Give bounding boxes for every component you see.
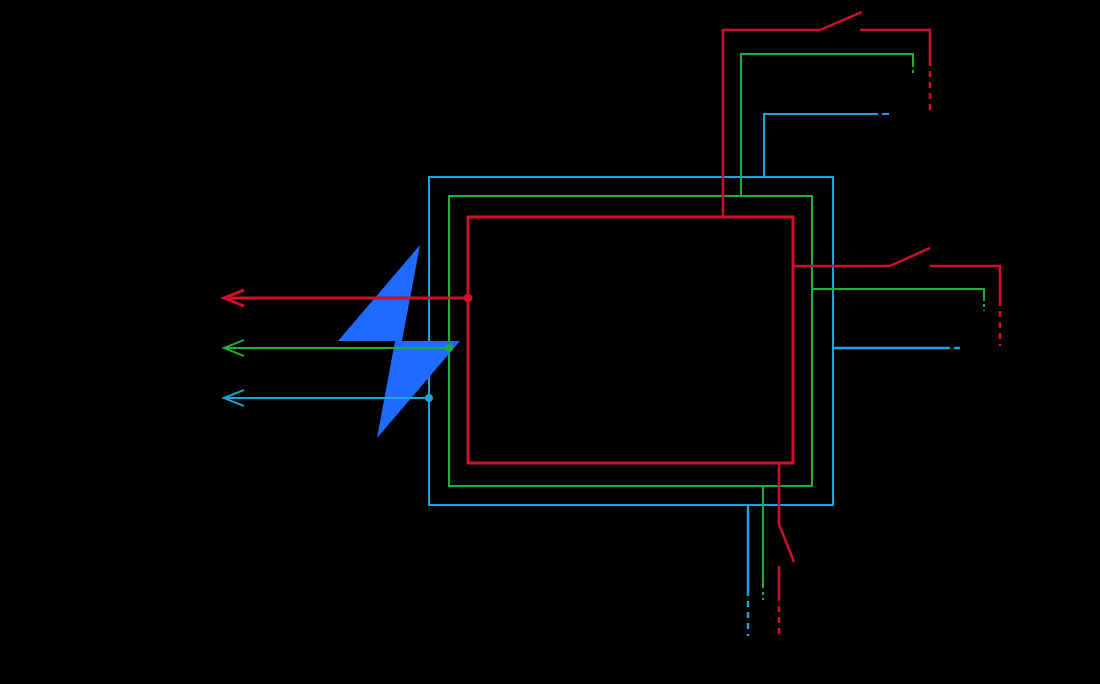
bolt-notch-marker bbox=[366, 302, 375, 311]
bottom-feed-red bbox=[777, 463, 796, 636]
green-output-arrow bbox=[221, 339, 453, 357]
outer-blue-enclosure bbox=[428, 176, 834, 506]
lightning-bolt-icon bbox=[338, 245, 460, 438]
open-switch-icon bbox=[819, 10, 863, 32]
right-feed-red bbox=[793, 246, 1002, 346]
inner-red-enclosure bbox=[466, 215, 795, 465]
top-feed-blue bbox=[763, 113, 889, 177]
open-switch-icon bbox=[889, 246, 931, 268]
right-feed-green bbox=[812, 288, 985, 311]
middle-green-enclosure bbox=[448, 195, 813, 487]
blue-output-arrow bbox=[221, 389, 433, 407]
top-feed-red bbox=[721, 10, 932, 217]
top-feed-green bbox=[740, 53, 914, 196]
open-switch-icon bbox=[777, 523, 796, 563]
red-output-arrow bbox=[219, 288, 473, 311]
